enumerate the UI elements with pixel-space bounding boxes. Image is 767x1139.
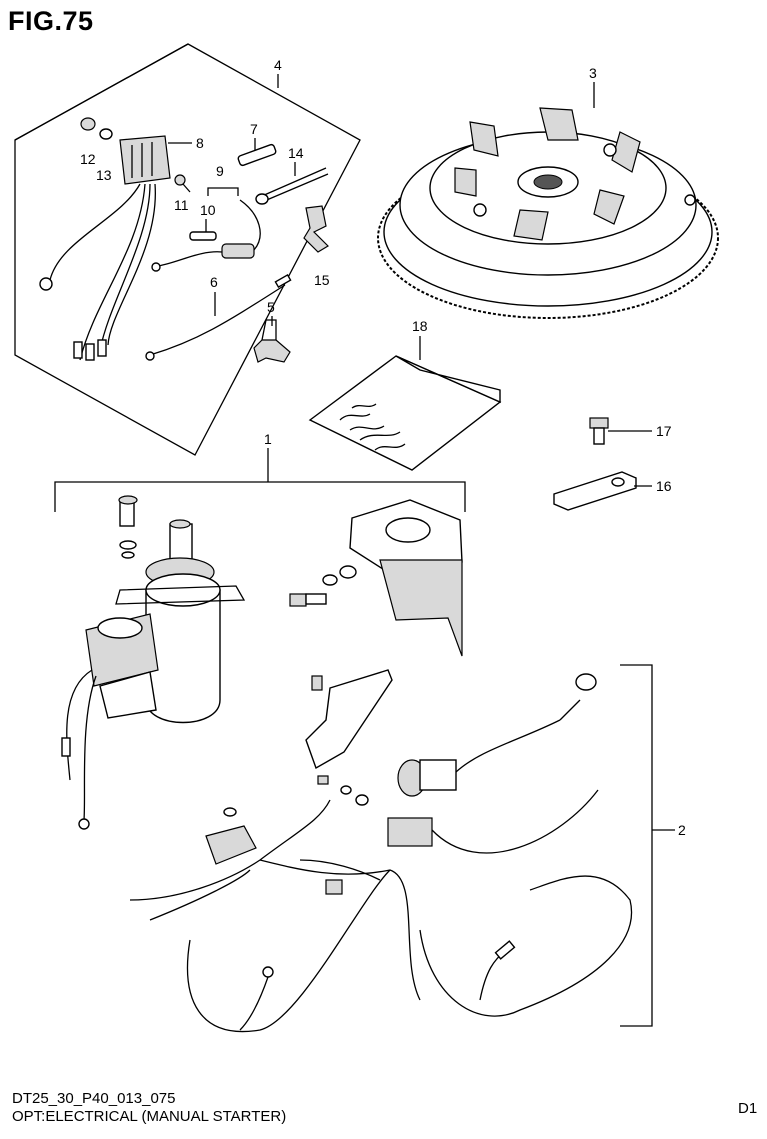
clip[interactable] — [303, 205, 329, 253]
manual-bag[interactable] — [308, 355, 502, 471]
svg-text:9: 9 — [216, 163, 224, 179]
callout-14: 14 — [288, 145, 304, 176]
callout-13: 13 — [96, 167, 112, 183]
clamp[interactable] — [253, 319, 291, 363]
callout-15: 15 — [314, 272, 330, 288]
svg-text:4: 4 — [274, 57, 282, 73]
rectifier[interactable] — [39, 135, 171, 361]
bolt[interactable] — [589, 417, 609, 445]
fuse-small[interactable] — [189, 231, 217, 241]
svg-text:3: 3 — [589, 65, 597, 81]
screw[interactable] — [174, 174, 191, 193]
fuse[interactable] — [237, 143, 277, 167]
harness-set-bracket — [620, 664, 675, 1027]
svg-text:16: 16 — [656, 478, 672, 494]
svg-text:10: 10 — [200, 202, 216, 218]
nut[interactable] — [80, 117, 96, 131]
svg-text:5: 5 — [267, 299, 275, 315]
svg-text:1: 1 — [264, 431, 272, 447]
callout-10: 10 — [200, 202, 216, 232]
flywheel[interactable] — [377, 107, 719, 319]
callout-8: 8 — [168, 135, 204, 151]
callout-2: 2 — [678, 822, 686, 838]
callout-17: 17 — [608, 423, 672, 439]
callout-12: 12 — [80, 151, 96, 167]
svg-text:18: 18 — [412, 318, 428, 334]
callout-1: 1 — [264, 431, 272, 447]
svg-text:2: 2 — [678, 822, 686, 838]
starter-bracket[interactable] — [349, 499, 463, 657]
callout-18: 18 — [412, 318, 428, 360]
svg-text:11: 11 — [174, 197, 189, 213]
callout-6: 6 — [210, 274, 218, 316]
band[interactable] — [255, 167, 329, 205]
callout-3: 3 — [589, 65, 597, 108]
plate[interactable] — [553, 471, 637, 511]
svg-text:14: 14 — [288, 145, 304, 161]
svg-text:13: 13 — [96, 167, 112, 183]
svg-text:12: 12 — [80, 151, 96, 167]
fuse-holder[interactable] — [151, 199, 261, 272]
svg-text:17: 17 — [656, 423, 672, 439]
callout-11: 11 — [174, 197, 189, 213]
callout-5: 5 — [267, 299, 275, 326]
svg-text:6: 6 — [210, 274, 218, 290]
svg-text:15: 15 — [314, 272, 330, 288]
starter-motor[interactable] — [61, 495, 246, 830]
figure-description: OPT:ELECTRICAL (MANUAL STARTER) — [12, 1108, 287, 1125]
callout-16: 16 — [634, 478, 672, 494]
wire-harness-set[interactable] — [129, 669, 633, 1033]
starter-bolt[interactable] — [289, 565, 357, 607]
figure-title: FIG.75 — [8, 6, 94, 36]
svg-text:7: 7 — [250, 121, 258, 137]
callout-4: 4 — [274, 57, 282, 88]
kit-boundary — [14, 43, 361, 456]
drawing-code: DT25_30_P40_013_075 — [12, 1090, 176, 1107]
starter-group-bracket — [54, 448, 466, 512]
lead-wire[interactable] — [145, 273, 292, 361]
callout-7: 7 — [250, 121, 258, 150]
washer[interactable] — [99, 128, 113, 140]
callout-9: 9 — [207, 163, 239, 196]
page-mark: D1 — [738, 1100, 758, 1117]
svg-text:8: 8 — [196, 135, 204, 151]
